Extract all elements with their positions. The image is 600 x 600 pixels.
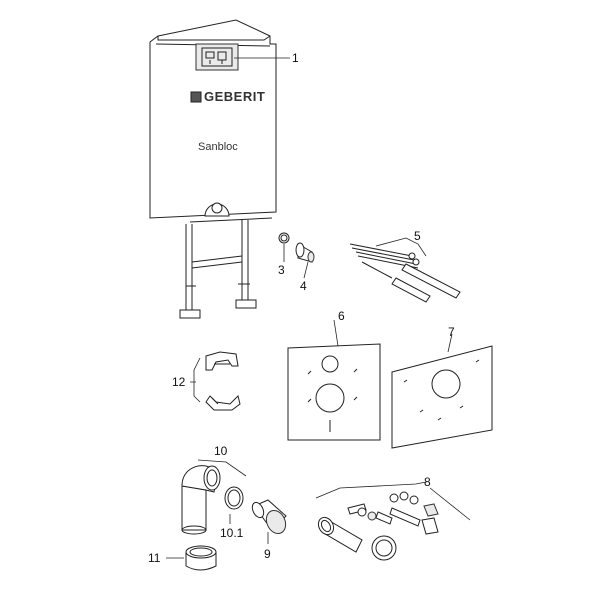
callout-8: 8 [424,475,431,489]
part-4-connector [295,242,315,263]
callout-10-1: 10.1 [220,526,244,540]
part-11-pipe-sleeve [185,545,217,571]
leader-lines [166,57,471,559]
part-7-insulating-pad [391,345,493,449]
part-3-seal-ring [278,232,290,244]
callout-4: 4 [300,279,307,293]
brand-label: GEBERIT [204,89,265,104]
geberit-logo: GEBERIT [190,89,265,104]
sanbloc-frame: GEBERIT Sanbloc [149,19,277,319]
callout-9: 9 [264,547,271,561]
callout-3: 3 [278,263,285,277]
callout-12: 12 [172,375,186,389]
part-10-bend [181,465,221,535]
part-12-brackets [205,351,241,411]
part-6-insulating-pad [287,343,381,441]
product-label: Sanbloc [198,141,238,153]
part-9-connector-sleeve [251,499,287,535]
part-8-fixing-set [317,491,439,561]
part-10-1-seal [224,486,244,510]
callout-11: 11 [148,551,161,565]
callout-6: 6 [338,309,345,323]
callout-10: 10 [214,444,228,458]
callout-7: 7 [448,325,455,339]
callout-5: 5 [414,229,421,243]
callout-numbers: 1 3 4 5 6 7 12 10 8 10.1 9 11 [148,51,455,565]
part-5-threaded-rods [349,243,461,303]
callout-1: 1 [292,51,299,65]
